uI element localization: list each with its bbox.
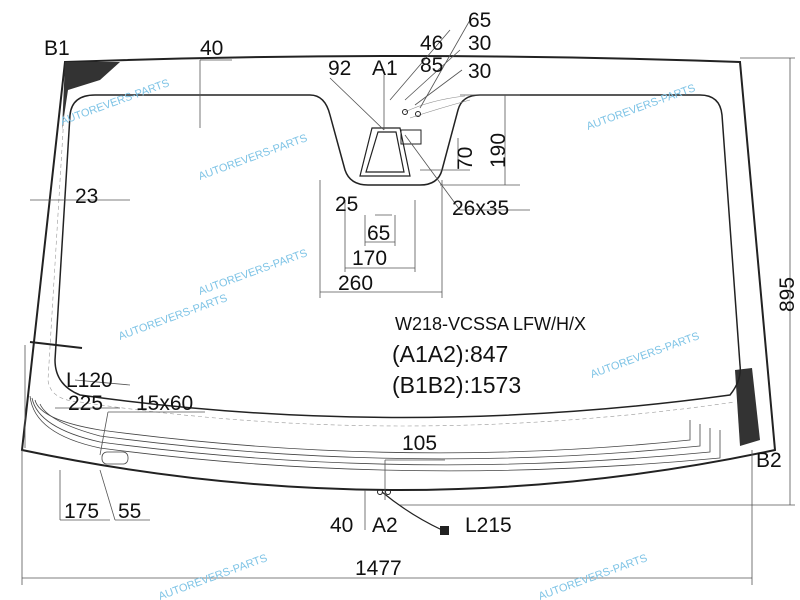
dim-92: 92: [328, 57, 351, 80]
dim-85: 85: [420, 54, 443, 77]
dim-170: 170: [352, 247, 387, 270]
dim-30-b: 30: [468, 60, 491, 83]
sensor-contact: [415, 111, 421, 117]
glass-outline: [20, 55, 777, 491]
dim-40-bottom: 40: [330, 514, 353, 537]
connector-wire-bottom: [381, 491, 443, 531]
watermark-text: AUTOREVERS-PARTS: [197, 132, 309, 183]
watermark-text: AUTOREVERS-PARTS: [117, 292, 229, 343]
dim-105: 105: [402, 432, 437, 455]
connector-wire-left: [29, 341, 83, 349]
dim-26x35: 26x35: [452, 197, 509, 220]
watermark-text: AUTOREVERS-PARTS: [197, 247, 309, 298]
measurement-a1a2: (A1A2):847: [392, 341, 508, 367]
dim-1477: 1477: [355, 557, 402, 580]
dim-30-a: 30: [468, 32, 491, 55]
connector-contact: [377, 489, 383, 495]
point-a2: A2: [372, 514, 398, 537]
dim-65: 65: [367, 222, 390, 245]
watermark-text: AUTOREVERS-PARTS: [585, 82, 697, 133]
point-a1: A1: [372, 57, 398, 80]
dim-40-top: 40: [200, 37, 223, 60]
frit-inner-line: [54, 94, 742, 419]
sensor-contact: [402, 109, 408, 115]
dim-46: 46: [420, 32, 443, 55]
mirror-bracket: [359, 127, 411, 177]
dim-23: 23: [75, 185, 98, 208]
watermark-text: AUTOREVERS-PARTS: [589, 330, 701, 381]
sensor-area: [400, 129, 422, 145]
watermark-text: AUTOREVERS-PARTS: [157, 552, 269, 600]
dim-15x60: 15x60: [136, 392, 193, 415]
connector-block: [440, 526, 449, 535]
dim-65-top: 65: [468, 9, 491, 32]
dim-190: 190: [487, 133, 510, 168]
measurement-b1b2: (B1B2):1573: [392, 372, 521, 398]
dimension-lines: [21, 19, 795, 585]
point-b2: B2: [756, 449, 782, 472]
dim-55: 55: [118, 500, 141, 523]
black-frit-corner-left: [62, 62, 120, 130]
dim-175: 175: [64, 500, 99, 523]
black-frit-corner-right: [735, 368, 760, 446]
sensor-wires: [404, 95, 471, 119]
dim-260: 260: [338, 272, 373, 295]
dim-l120: L120: [66, 369, 113, 392]
point-b1: B1: [44, 37, 70, 60]
dim-895: 895: [776, 277, 799, 312]
connector-contact: [385, 489, 391, 495]
dim-70: 70: [454, 147, 477, 170]
dim-225: 225: [68, 392, 103, 415]
part-code: W218-VCSSA LFW/H/X: [395, 314, 586, 334]
dim-l215: L215: [465, 514, 512, 537]
watermark-text: AUTOREVERS-PARTS: [537, 552, 649, 600]
heating-grid: [29, 395, 721, 472]
dim-25: 25: [335, 193, 358, 216]
